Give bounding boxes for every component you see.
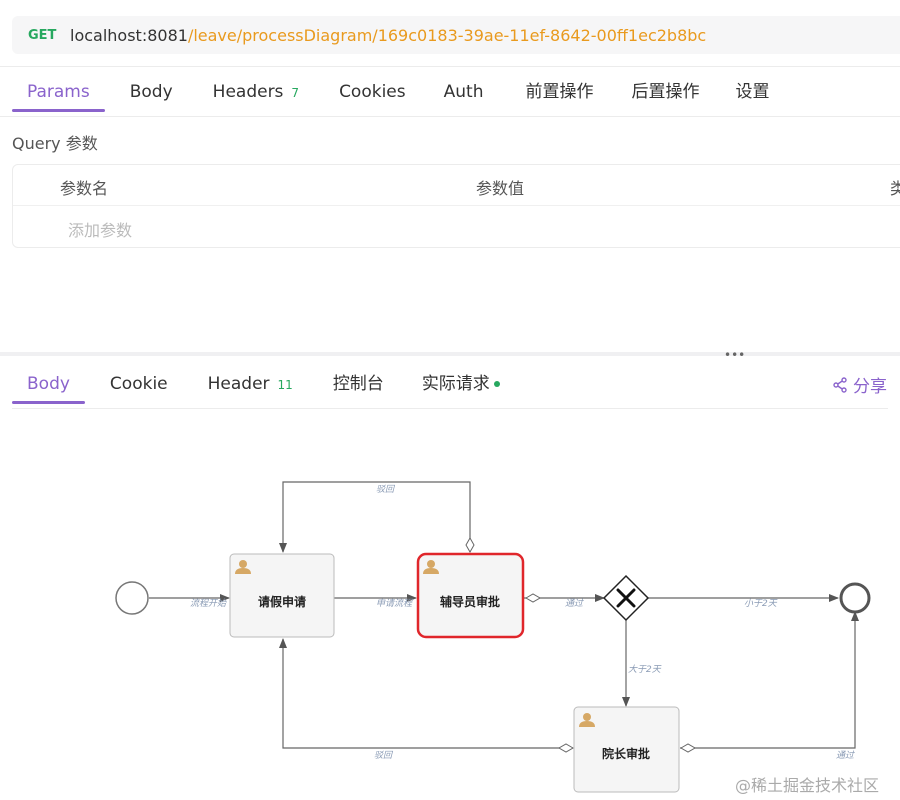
- params-table: 参数名 参数值 类 添加参数: [12, 164, 900, 248]
- tab-label: 后置操作: [631, 82, 700, 102]
- user-task-icon: [579, 713, 595, 727]
- share-label: 分享: [853, 377, 887, 397]
- response-tabs: Body Cookie Header 11 控制台 实际请求: [12, 364, 515, 404]
- task-apply: 请假申请: [229, 553, 335, 638]
- flow-reject-top: [279, 481, 475, 554]
- close-x-icon: [616, 588, 636, 608]
- tab-label: 控制台: [332, 374, 384, 394]
- task-dean-label: 院长审批: [602, 746, 650, 761]
- tab-label: Headers: [212, 82, 284, 102]
- task-dean: 院长审批: [573, 706, 680, 793]
- share-button[interactable]: 分享: [832, 372, 887, 397]
- url-path: /leave/processDiagram/169c0183-39ae-11ef…: [187, 25, 707, 45]
- status-dot-icon: [493, 381, 500, 387]
- flow-label-reject-top: 驳回: [376, 484, 396, 495]
- tab-post-operations[interactable]: 后置操作: [616, 72, 714, 112]
- exclusive-gateway: [602, 574, 650, 622]
- tab-label: 实际请求: [421, 374, 490, 394]
- flow-label-pass1: 通过: [565, 598, 584, 609]
- tab-label: Auth: [443, 82, 484, 102]
- user-task-icon: [423, 560, 439, 574]
- query-params-label: Query 参数: [12, 134, 98, 153]
- process-diagram: 流程开始 申请流程 通过 小于2天 大于2天 驳回 驳回 通过 请假申请 辅导员…: [115, 481, 871, 793]
- flow-label-submit: 申请流程: [376, 598, 413, 609]
- divider: [0, 116, 900, 117]
- tab-cookies[interactable]: Cookies: [324, 72, 421, 112]
- flow-reject-bottom: [279, 638, 575, 753]
- url-bar[interactable]: GET localhost:8081/leave/processDiagram/…: [12, 16, 900, 54]
- tab-headers[interactable]: Headers 7: [198, 72, 314, 112]
- task-counselor-active: 辅导员审批: [416, 552, 525, 639]
- tab-label: Body: [129, 82, 173, 102]
- tab-label: Params: [27, 82, 90, 102]
- tab-body[interactable]: Body: [115, 72, 188, 112]
- panel-splitter[interactable]: [0, 352, 900, 356]
- tab-label: 设置: [735, 82, 770, 102]
- row-divider: [13, 205, 900, 206]
- request-tabs: Params Body Headers 7 Cookies Auth 前置操作 后…: [12, 72, 784, 112]
- url-input[interactable]: localhost:8081/leave/processDiagram/169c…: [70, 26, 706, 45]
- flow-label-start: 流程开始: [190, 598, 227, 609]
- tab-label: 前置操作: [525, 82, 594, 102]
- col-header-name: 参数名: [60, 179, 109, 198]
- flow-label-pass2: 通过: [836, 750, 855, 761]
- tab-response-header[interactable]: Header 11: [193, 364, 308, 404]
- tab-params[interactable]: Params: [12, 72, 105, 112]
- flow-dean-to-end: [679, 611, 859, 753]
- task-counselor-label: 辅导员审批: [440, 594, 500, 609]
- divider: [0, 66, 900, 67]
- user-task-icon: [235, 560, 251, 574]
- divider: [12, 408, 888, 409]
- task-apply-label: 请假申请: [258, 594, 306, 609]
- tab-label: Cookies: [339, 82, 406, 102]
- url-host: localhost:8081: [70, 25, 188, 45]
- flow-label-lt2: 小于2天: [744, 598, 778, 609]
- tab-console[interactable]: 控制台: [318, 364, 399, 404]
- share-icon: [833, 376, 847, 393]
- flow-label-reject-bottom: 驳回: [374, 750, 394, 761]
- col-header-type: 类: [890, 179, 900, 198]
- add-param-input[interactable]: 添加参数: [68, 221, 133, 240]
- tab-label: Cookie: [109, 374, 168, 394]
- tab-actual-request[interactable]: 实际请求: [407, 364, 515, 404]
- http-method[interactable]: GET: [28, 27, 57, 43]
- end-event: [839, 582, 871, 614]
- tab-auth[interactable]: Auth: [429, 72, 499, 112]
- flow-label-gt2: 大于2天: [628, 664, 662, 675]
- tab-settings[interactable]: 设置: [720, 72, 784, 112]
- tab-response-cookie[interactable]: Cookie: [95, 364, 183, 404]
- start-event: [115, 581, 149, 615]
- headers-count-badge: 7: [291, 86, 300, 100]
- response-header-count-badge: 11: [277, 378, 293, 392]
- flow-counselor-to-gateway: [524, 593, 605, 603]
- col-header-value: 参数值: [476, 179, 525, 198]
- tab-response-body[interactable]: Body: [12, 364, 85, 404]
- drag-handle-icon[interactable]: •••: [724, 348, 746, 362]
- tab-pre-operations[interactable]: 前置操作: [510, 72, 608, 112]
- tab-label: Body: [27, 374, 70, 394]
- tab-label: Header: [207, 374, 270, 394]
- watermark: @稀土掘金技术社区: [735, 776, 880, 795]
